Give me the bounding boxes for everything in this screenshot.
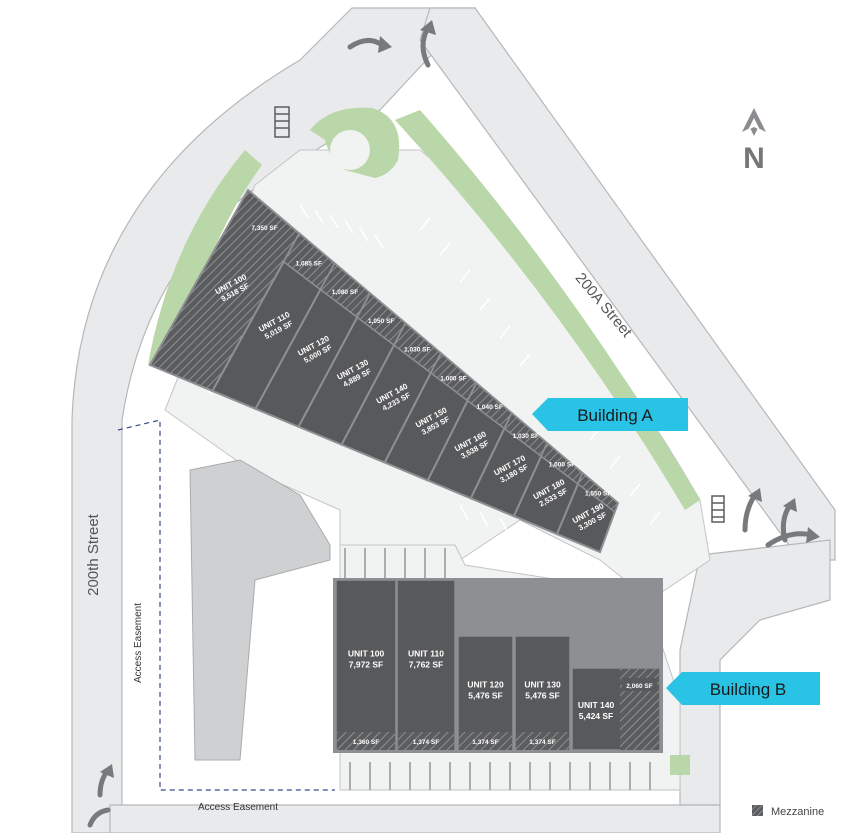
building-a-mezzanine-sf: 1,030 SF: [404, 347, 430, 354]
unit-sf: 7,762 SF: [409, 660, 444, 670]
building-b-mezzanine-sf: 1,374 SF: [529, 739, 555, 746]
unit-sf: 5,476 SF: [468, 690, 503, 700]
building-a-label: Building A: [577, 406, 653, 425]
building-b-callout: Building B: [666, 672, 820, 705]
building-b-mezzanine: [398, 732, 454, 750]
unit-sf: 7,972 SF: [349, 660, 384, 670]
building-b-mezzanine: [337, 732, 395, 750]
building-a-mezzanine-sf: 1,085 SF: [296, 260, 322, 267]
building-a-mezzanine-sf: 1,050 SF: [368, 318, 394, 325]
building-b-mezzanine: [459, 732, 512, 750]
arrow-head-icon: [420, 20, 436, 35]
arrow-head-icon: [748, 488, 762, 502]
unit-name: UNIT 130: [524, 679, 561, 689]
building-a-mezzanine-sf: 1,040 SF: [476, 404, 502, 411]
unit-sf: 5,424 SF: [579, 711, 614, 721]
unit-name: UNIT 120: [467, 679, 504, 689]
200th-street-road: [71, 7, 477, 833]
arrow-head-icon: [783, 498, 797, 512]
unit-name: UNIT 110: [408, 649, 444, 659]
200a-street-road: [419, 7, 836, 561]
north-label: N: [743, 142, 765, 175]
unit-name: UNIT 100: [348, 649, 385, 659]
building-b-mezzanine-tag: [622, 678, 657, 691]
building-b-mezzanine: [516, 732, 569, 750]
building-a-mezzanine-sf: 1,000 SF: [440, 375, 466, 382]
easement-label-vertical: Access Easement: [133, 603, 144, 683]
building-a-units: [148, 188, 620, 554]
building-a-mezzanine-sf: 7,350 SF: [251, 225, 277, 232]
building-b-unit: [457, 635, 514, 751]
gate-icon: [274, 106, 290, 138]
building-b-unit: [514, 635, 571, 751]
green-patch-bottom: [670, 755, 690, 775]
building-a-mezzanine-sf: 1,000 SF: [549, 462, 575, 469]
building-b-mezzanine-sf: 2,060 SF: [626, 683, 652, 690]
gate-icon: [711, 495, 725, 523]
street-label-200th: 200th Street: [85, 513, 102, 596]
building-b-mezzanine-sf: 1,374 SF: [472, 739, 498, 746]
building-b-label: Building B: [710, 680, 787, 699]
arrow-head-icon: [378, 36, 392, 53]
building-a-mezzanine-sf: 1,080 SF: [332, 289, 358, 296]
building-a-mezzanine-sf: 1,030 SF: [513, 433, 539, 440]
arrow-head-icon: [806, 527, 820, 543]
neighbouring-building: [189, 459, 331, 761]
building-b-unit: [335, 579, 397, 751]
mezzanine-legend-label: Mezzanine: [771, 806, 824, 818]
arrow-icon: [742, 492, 758, 533]
mezzanine-legend-swatch: [752, 805, 763, 816]
building-b-mezzanine-sf: 1,360 SF: [353, 739, 379, 746]
arrow-head-icon: [100, 764, 114, 778]
building-a-mezzanine: [577, 471, 619, 514]
roundabout-island: [330, 130, 370, 170]
south-road: [109, 804, 721, 833]
arrow-icon: [87, 807, 111, 828]
unit-sf: 5,476 SF: [525, 690, 560, 700]
building-b-unit: [396, 579, 456, 751]
easement-label-horizontal: Access Easement: [198, 802, 278, 813]
building-a-mezzanine-sf: 1,550 SF: [585, 490, 611, 497]
building-b-mezzanine-sf: 1,374 SF: [413, 739, 439, 746]
building-a-callout: Building A: [532, 398, 688, 431]
traffic-arrows: [87, 20, 820, 828]
north-arrow-icon: [742, 108, 766, 136]
unit-name: UNIT 140: [578, 700, 615, 710]
access-easement-outline: [117, 419, 335, 791]
